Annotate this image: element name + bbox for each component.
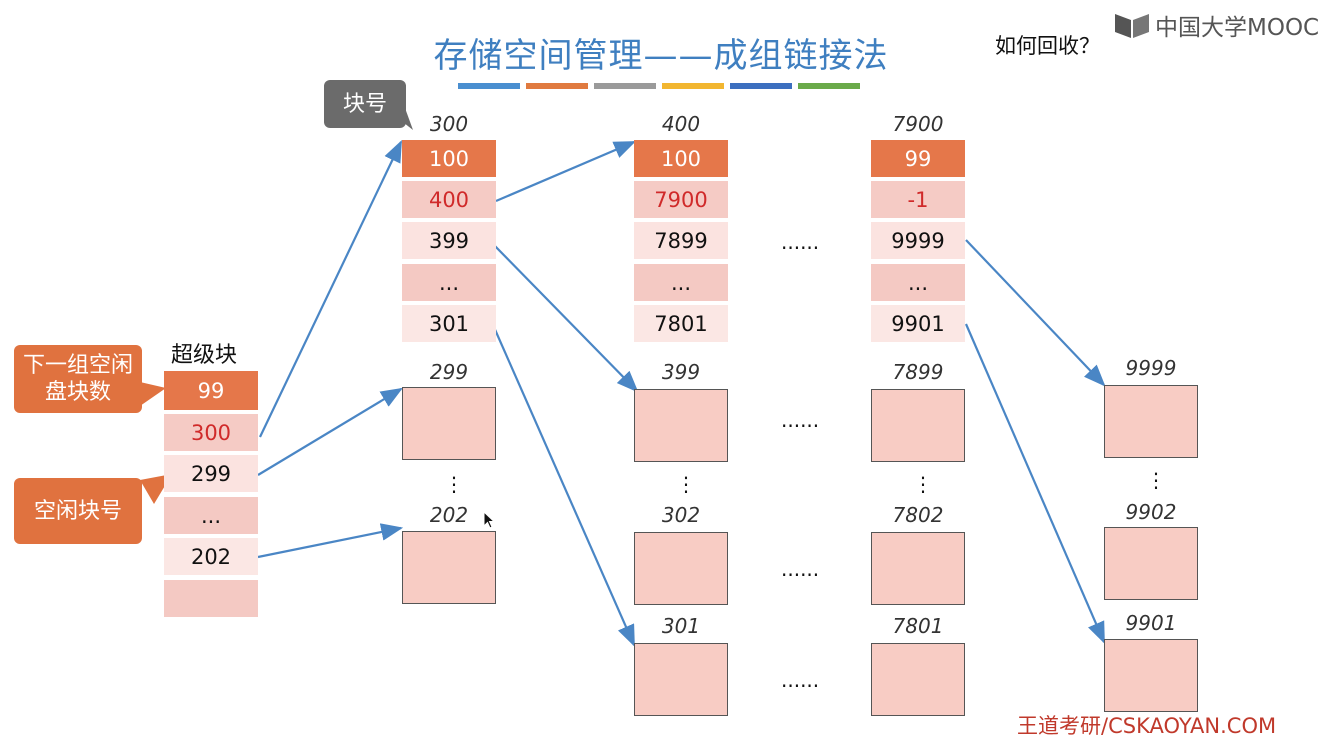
callout-next-group-tail xyxy=(140,382,166,406)
vellipsis-col3: ⋮ xyxy=(913,472,933,496)
block300-cell-1: 400 xyxy=(402,181,496,218)
box-label-299: 299 xyxy=(429,360,469,384)
stripe-4 xyxy=(662,83,724,89)
arrow-sb-299 xyxy=(257,387,403,476)
recycle-question: 如何回收？ xyxy=(995,34,1100,58)
block400-cell-4: 7801 xyxy=(634,305,728,342)
ellipsis-row-3: ...... xyxy=(781,557,820,581)
box-label-7801: 7801 xyxy=(892,614,944,638)
stripe-6 xyxy=(798,83,860,89)
free-block-399 xyxy=(634,389,728,462)
arrow-399 xyxy=(492,243,639,393)
block7900-cell-2: 9999 xyxy=(871,222,965,259)
superblock-label: 超级块 xyxy=(171,343,238,368)
box-label-302: 302 xyxy=(661,503,701,527)
arrow-9901 xyxy=(964,323,1106,645)
vellipsis-col1: ⋮ xyxy=(444,472,464,496)
block300-cell-2: 399 xyxy=(402,222,496,259)
superblock-cell-3: ... xyxy=(164,497,258,534)
superblock-cell-count: 99 xyxy=(164,371,258,410)
stripe-2 xyxy=(526,83,588,89)
footer-credit: 王道考研/CSKAOYAN.COM xyxy=(1017,714,1277,738)
block7900-cell-1: -1 xyxy=(871,181,965,218)
free-block-9901 xyxy=(1104,639,1198,712)
block300-cell-count: 100 xyxy=(402,140,496,177)
mooc-logo: 中国大学MOOC xyxy=(1113,8,1319,42)
box-label-7899: 7899 xyxy=(892,360,944,384)
arrow-9999 xyxy=(965,239,1106,387)
free-block-7801 xyxy=(871,643,965,716)
ellipsis-row-4: ...... xyxy=(781,668,820,692)
box-label-9902: 9902 xyxy=(1125,500,1177,524)
stripe-3 xyxy=(594,83,656,89)
arrow-301 xyxy=(491,324,636,648)
block300-cell-3: ... xyxy=(402,264,496,301)
vellipsis-col2: ⋮ xyxy=(676,472,696,496)
mooc-logo-text: 中国大学MOOC xyxy=(1155,15,1320,41)
free-block-299 xyxy=(402,387,496,460)
box-label-301: 301 xyxy=(661,614,701,638)
callout-block-number: 块号 xyxy=(324,80,406,128)
block400-cell-3: ... xyxy=(634,264,728,301)
free-block-7802 xyxy=(871,532,965,605)
free-block-7899 xyxy=(871,389,965,462)
callout-block-number-tail xyxy=(385,108,413,130)
free-block-302 xyxy=(634,532,728,605)
vellipsis-col4: ⋮ xyxy=(1146,468,1166,492)
block-label-300: 300 xyxy=(429,112,469,136)
box-label-202: 202 xyxy=(429,503,469,527)
superblock-cell-1: 300 xyxy=(164,414,258,451)
superblock-cell-2: 299 xyxy=(164,455,258,492)
block-label-400: 400 xyxy=(661,112,701,136)
superblock-cell-4: 202 xyxy=(164,538,258,575)
block-label-7900: 7900 xyxy=(892,112,944,136)
mooc-logo-icon xyxy=(1115,14,1149,38)
box-label-399: 399 xyxy=(661,360,701,384)
ellipsis-row-2: ...... xyxy=(781,408,820,432)
ellipsis-row-top: ...... xyxy=(781,230,820,254)
free-block-301 xyxy=(634,643,728,716)
block7900-cell-count: 99 xyxy=(871,140,965,177)
superblock-cell-5 xyxy=(164,580,258,617)
stripe-5 xyxy=(730,83,792,89)
callout-free-block-number: 空闲块号 xyxy=(14,478,142,544)
box-label-7802: 7802 xyxy=(892,503,944,527)
free-block-202 xyxy=(402,531,496,604)
block400-cell-2: 7899 xyxy=(634,222,728,259)
block400-cell-count: 100 xyxy=(634,140,728,177)
free-block-9902 xyxy=(1104,527,1198,600)
block7900-cell-4: 9901 xyxy=(871,305,965,342)
mouse-cursor-icon xyxy=(483,511,496,529)
free-block-9999 xyxy=(1104,385,1198,458)
block400-cell-1: 7900 xyxy=(634,181,728,218)
callout-next-group-count: 下一组空闲盘块数 xyxy=(14,345,142,413)
arrow-sb-300 xyxy=(259,140,402,438)
arrow-sb-202 xyxy=(257,523,404,559)
box-label-9999: 9999 xyxy=(1125,356,1177,380)
block300-cell-4: 301 xyxy=(402,305,496,342)
box-label-9901: 9901 xyxy=(1125,611,1177,635)
page-title: 存储空间管理——成组链接法 xyxy=(433,36,889,76)
stripe-1 xyxy=(458,83,520,89)
block7900-cell-3: ... xyxy=(871,264,965,301)
arrow-400 xyxy=(495,140,637,203)
